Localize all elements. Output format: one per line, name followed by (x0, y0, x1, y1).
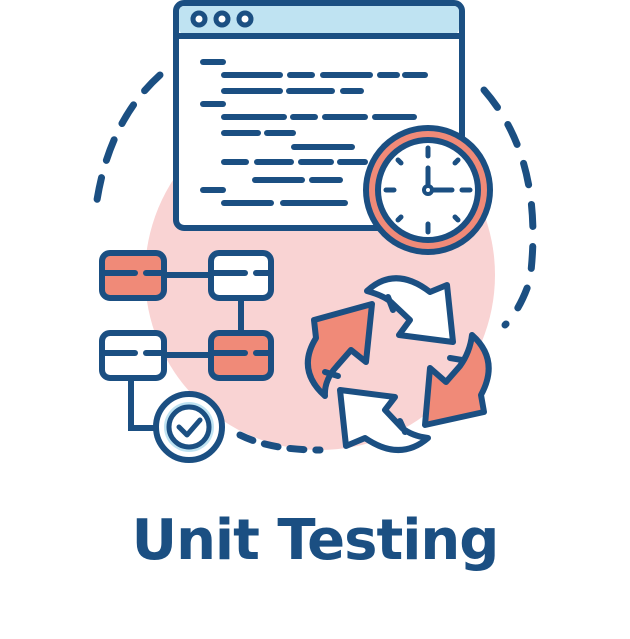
illustration-title: Unit Testing (131, 508, 500, 573)
code-lines (200, 59, 428, 206)
flowchart-icon (99, 250, 274, 431)
window-dots (190, 10, 254, 28)
cycle-arrows-icon (304, 275, 492, 453)
clock-icon (363, 125, 493, 255)
unit-testing-illustration (93, 0, 537, 463)
dashed-orbit (93, 71, 537, 454)
checkmark-icon (153, 391, 225, 463)
